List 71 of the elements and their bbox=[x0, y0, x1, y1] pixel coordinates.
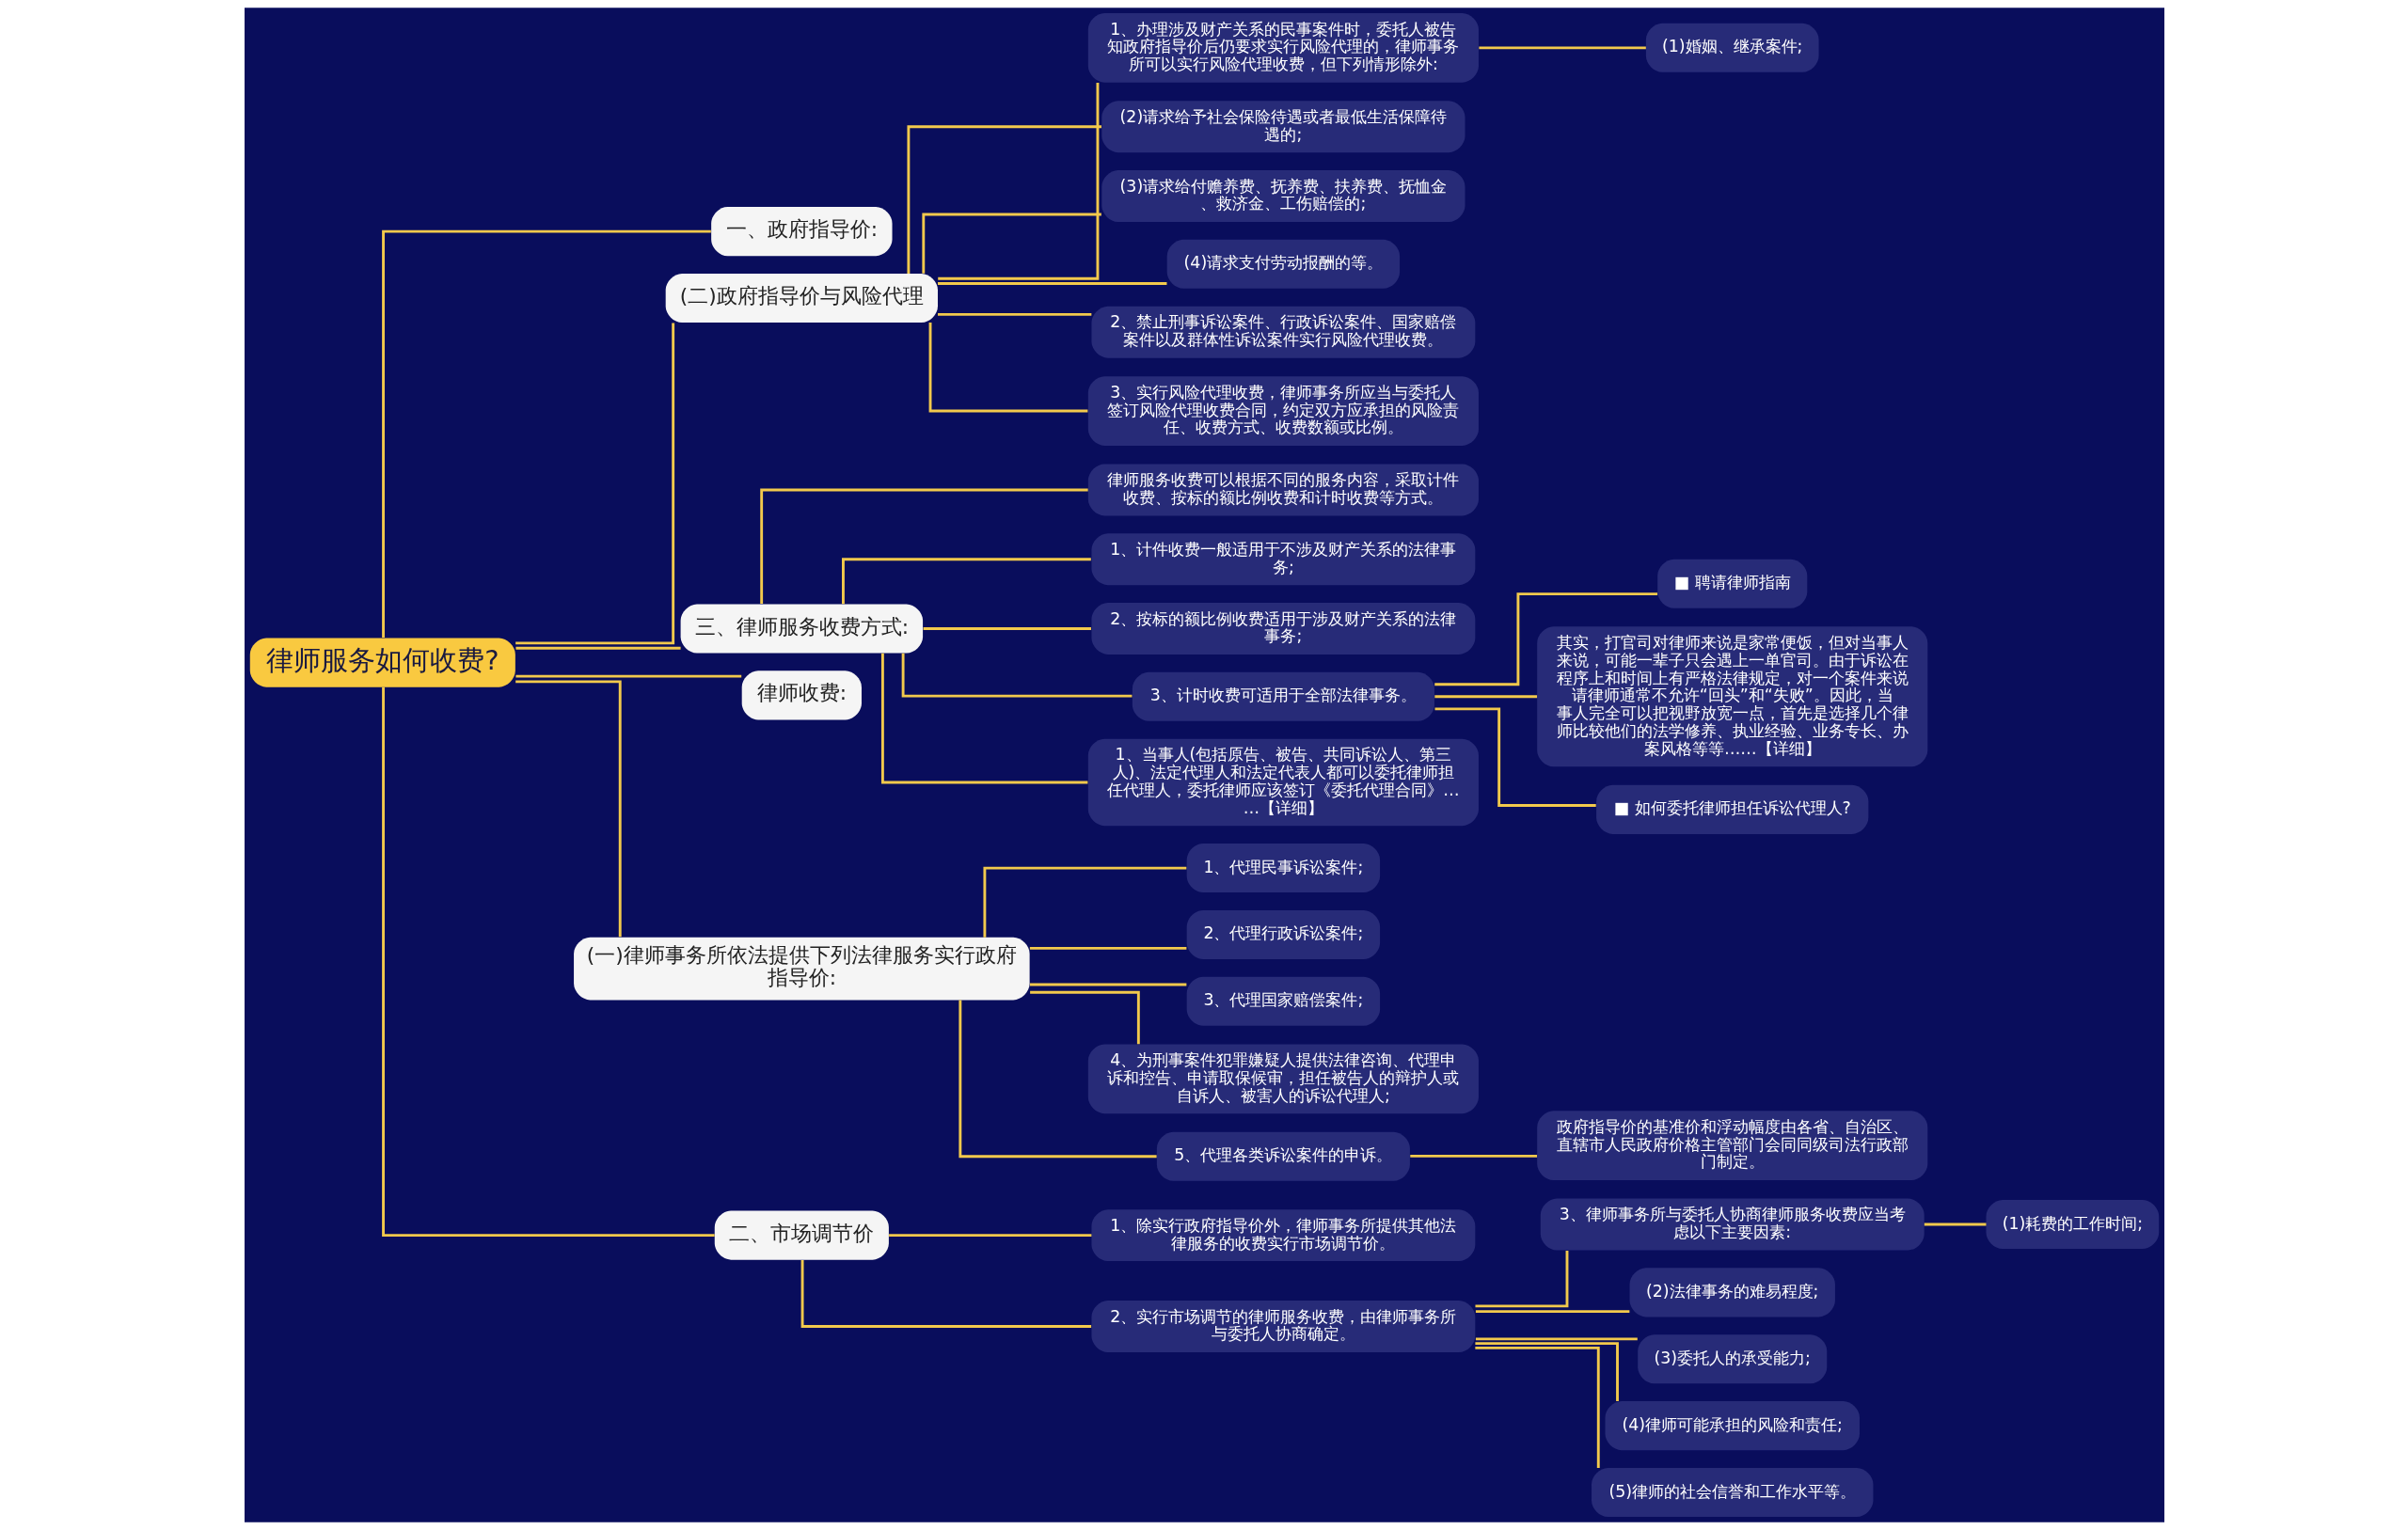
connector bbox=[1478, 46, 1646, 50]
node-box: (5)律师的社会信誉和工作水平等。 bbox=[1591, 1467, 1873, 1518]
connector bbox=[937, 83, 1099, 280]
connector bbox=[923, 627, 1091, 630]
node-box: 3、计时收费可适用于全部法律事务。 bbox=[1132, 671, 1434, 721]
connector bbox=[880, 653, 1087, 784]
node-box: 1、当事人(包括原告、被告、共同诉讼人、第三人)、法定代理人和法定代表人都可以委托律师担任代理人，委托律师应该签订《委托代理合同》……【详细】 bbox=[1087, 738, 1479, 827]
node-box: 1、办理涉及财产关系的民事案件时，委托人被告知政府指导价后仍要求实行风险代理的，律师事务所可以实行风险代理收费，但下列情形除外: bbox=[1087, 12, 1479, 83]
connector bbox=[1475, 1310, 1629, 1314]
node-box: 律师服务如何收费? bbox=[249, 638, 515, 687]
connector bbox=[937, 282, 1166, 285]
connector bbox=[906, 125, 1101, 274]
connector bbox=[381, 229, 711, 638]
node-box: (1)婚姻、继承案件; bbox=[1645, 23, 1819, 72]
node-box: 3、实行风险代理收费，律师事务所应当与委托人签订风险代理收费合同，约定双方应承担的风险责任、收费方式、收费数额或比例。 bbox=[1087, 376, 1479, 446]
connector bbox=[515, 323, 674, 645]
connector bbox=[381, 686, 715, 1238]
connector bbox=[1029, 983, 1186, 986]
connector bbox=[1924, 1222, 1986, 1226]
node-box: 3、代理国家赔偿案件; bbox=[1186, 976, 1380, 1026]
node-box: 一、政府指导价: bbox=[710, 207, 893, 257]
connector bbox=[1029, 990, 1140, 1045]
node-box: 其实，打官司对律师来说是家常便饭，但对当事人来说，可能一辈子只会遇上一单官司。由于诉讼在程序上和时间上有严格法律规定，对一个案件来说请律师通常不允许“回头”和“失败”。因此，当事人完全可以把视野放宽一点，首先是选择几个律师比较他们的法学修养、执业经验、业务专长、办案风格等等……【详细】 bbox=[1536, 626, 1927, 767]
connector bbox=[1029, 946, 1186, 950]
node-box: 二、市场调节价 bbox=[714, 1210, 889, 1260]
connector bbox=[1434, 707, 1596, 807]
node-box: (3)委托人的承受能力; bbox=[1637, 1334, 1827, 1384]
node-box: (4)律师可能承担的风险和责任; bbox=[1605, 1401, 1860, 1451]
connector bbox=[958, 1000, 1157, 1159]
connector bbox=[841, 558, 1091, 605]
node-box: 2、实行市场调节的律师服务收费，由律师事务所与委托人协商确定。 bbox=[1090, 1301, 1475, 1352]
connector bbox=[1475, 1337, 1638, 1341]
node-box: (1)耗费的工作时间; bbox=[1986, 1200, 2159, 1250]
node-box: (一)律师事务所依法提供下列法律服务实行政府指导价: bbox=[573, 937, 1030, 1001]
node-box: 3、律师事务所与委托人协商律师服务收费应当考虑以下主要因素: bbox=[1540, 1198, 1925, 1251]
connector bbox=[937, 312, 1091, 316]
connector bbox=[1434, 592, 1657, 686]
node-box: 政府指导价的基准价和浮动幅度由各省、自治区、直辖市人民政府价格主管部门会同同级司法行政部门制定。 bbox=[1536, 1111, 1927, 1181]
node-box: 5、代理各类诉讼案件的申诉。 bbox=[1156, 1131, 1410, 1181]
node-box: 三、律师服务收费方式: bbox=[680, 604, 923, 654]
node-box: 2、代理行政诉讼案件; bbox=[1186, 909, 1380, 959]
node-box: 1、除实行政府指导价外，律师事务所提供其他法律服务的收费实行市场调节价。 bbox=[1090, 1209, 1475, 1262]
connector bbox=[1409, 1154, 1537, 1158]
connector bbox=[1474, 1346, 1600, 1468]
connector bbox=[515, 674, 741, 678]
connector bbox=[921, 213, 1101, 274]
connector bbox=[928, 323, 1087, 413]
connector bbox=[515, 646, 681, 650]
connector bbox=[1434, 695, 1537, 699]
node-box: (2)法律事务的难易程度; bbox=[1629, 1268, 1835, 1317]
node-box: (3)请求给付赡养费、抚养费、扶养费、抚恤金、救济金、工伤赔偿的; bbox=[1101, 170, 1465, 222]
node-box: 律师服务收费可以根据不同的服务内容，采取计件收费、按标的额比例收费和计时收费等方式。 bbox=[1087, 464, 1479, 516]
connector bbox=[1475, 1251, 1568, 1308]
node-box: (4)请求支付劳动报酬的等。 bbox=[1166, 239, 1400, 289]
node-box: 4、为刑事案件犯罪嫌疑人提供法律咨询、代理申诉和控告、申请取保候审，担任被告人的辩护人或自诉人、被害人的诉讼代理人; bbox=[1087, 1044, 1479, 1114]
node-box: (二)政府指导价与风险代理 bbox=[665, 273, 938, 323]
node-box: 律师收费: bbox=[741, 670, 862, 720]
node-box: 2、按标的额比例收费适用于涉及财产关系的法律事务; bbox=[1090, 603, 1475, 655]
connector bbox=[1474, 1342, 1619, 1401]
connector bbox=[759, 488, 1088, 605]
connector bbox=[901, 653, 1132, 698]
connector bbox=[982, 866, 1186, 938]
node-box: 1、代理民事诉讼案件; bbox=[1186, 844, 1380, 893]
connector bbox=[515, 680, 622, 938]
node-box: ■ 聘请律师指南 bbox=[1656, 559, 1807, 608]
node-box: 1、计件收费一般适用于不涉及财产关系的法律事务; bbox=[1090, 533, 1475, 586]
connector bbox=[888, 1234, 1091, 1238]
node-box: 2、禁止刑事诉讼案件、行政诉讼案件、国家赔偿案件以及群体性诉讼案件实行风险代理收费。 bbox=[1090, 306, 1475, 358]
node-box: ■ 如何委托律师担任诉讼代理人? bbox=[1595, 784, 1868, 834]
node-box: (2)请求给予社会保险待遇或者最低生活保障待遇的; bbox=[1101, 101, 1465, 153]
connector bbox=[800, 1260, 1091, 1328]
